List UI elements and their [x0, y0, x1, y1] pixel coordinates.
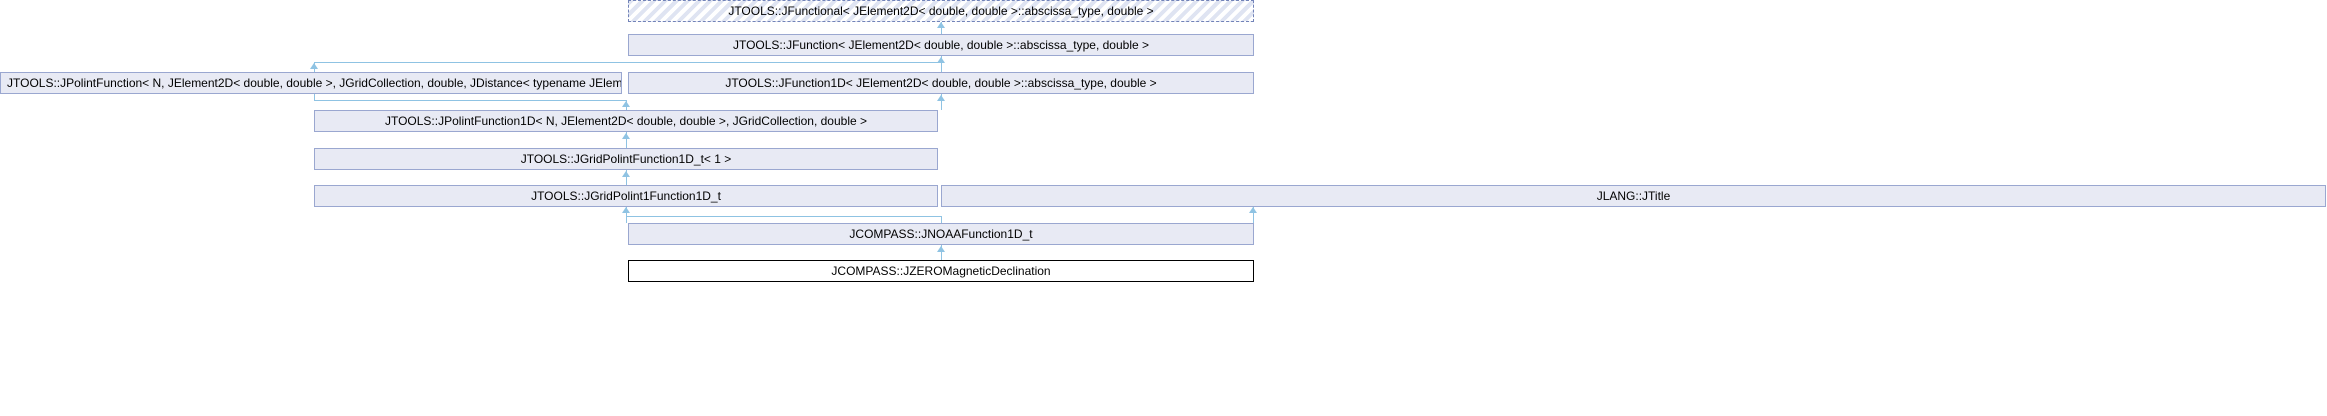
class-node-label: JTOOLS::JFunctional< JElement2D< double,…: [728, 4, 1154, 18]
arrowhead-jpolintfunction1d-to-jfunction1d: [937, 95, 945, 101]
class-node-label: JTOOLS::JFunction< JElement2D< double, d…: [732, 38, 1150, 52]
edge-jgridpolint1function1d-to-jgridpolintfunction1d: [626, 170, 627, 185]
class-node-label: JTOOLS::JPolintFunction1D< N, JElement2D…: [384, 114, 868, 128]
class-node-jgridpolint1function1d-t[interactable]: JTOOLS::JGridPolint1Function1D_t: [314, 185, 938, 207]
class-node-label: JTOOLS::JGridPolint1Function1D_t: [531, 189, 721, 203]
class-node-jtitle[interactable]: JLANG::JTitle: [941, 185, 2326, 207]
class-node-jfunction1d[interactable]: JTOOLS::JFunction1D< JElement2D< double,…: [628, 72, 1254, 94]
edge-jgridpolintfunction1d-to-jpolintfunction1d: [626, 132, 627, 148]
edge-jnoaafunction1d-to-jtitle: [1253, 216, 1254, 217]
edge-jzeromagneticdeclination-to-jnoaafunction1d: [941, 245, 942, 260]
edge-jpolintfunction1d-to-jfunction1d: [941, 94, 942, 110]
edge-jpolintfunction-drop: [314, 94, 315, 101]
arrowhead-jgridpolint1function1d-to-jgridpolintfunction1d: [622, 171, 630, 177]
edge-jpolintfunction-to-jfunction: [314, 62, 941, 63]
class-node-label: JCOMPASS::JZEROMagneticDeclination: [831, 264, 1051, 278]
class-node-jzeromagneticdeclination[interactable]: JCOMPASS::JZEROMagneticDeclination: [628, 260, 1254, 282]
class-node-label: JTOOLS::JFunction1D< JElement2D< double,…: [725, 76, 1157, 90]
class-node-jfunction[interactable]: JTOOLS::JFunction< JElement2D< double, d…: [628, 34, 1254, 56]
class-node-label: JLANG::JTitle: [1596, 189, 1671, 203]
class-node-jgridpolintfunction1d-t[interactable]: JTOOLS::JGridPolintFunction1D_t< 1 >: [314, 148, 938, 170]
arrowhead-jpolintfunction1d-to-jpolintfunction: [622, 101, 630, 107]
edge-jfunction-to-jfunctional: [941, 22, 942, 34]
arrowhead-jpolintfunction-to-jfunction: [310, 63, 318, 69]
edge-jfunction1d-to-jfunction: [941, 56, 942, 72]
arrowhead-jnoaafunction1d-to-jtitle: [1249, 207, 1257, 213]
arrowhead-jfunction-to-jfunctional: [937, 22, 945, 28]
edge-jnoaafunction1d-riser-left: [626, 207, 627, 223]
arrowhead-jfunction1d-to-jfunction: [937, 57, 945, 63]
arrowhead-jgridpolintfunction1d-to-jpolintfunction1d: [622, 133, 630, 139]
class-node-label: JCOMPASS::JNOAAFunction1D_t: [849, 227, 1033, 241]
edge-jnoaafunction1d-riser-right: [1253, 207, 1254, 223]
class-node-jpolintfunction[interactable]: JTOOLS::JPolintFunction< N, JElement2D< …: [0, 72, 622, 94]
edge-jpolintfunction1d-to-jpolintfunction: [314, 100, 627, 101]
class-node-jfunctional[interactable]: JTOOLS::JFunctional< JElement2D< double,…: [628, 0, 1254, 22]
class-node-label: JTOOLS::JGridPolintFunction1D_t< 1 >: [520, 152, 732, 166]
arrowhead-jzeromagneticdeclination-to-jnoaafunction1d: [937, 246, 945, 252]
class-node-jnoaafunction1d-t[interactable]: JCOMPASS::JNOAAFunction1D_t: [628, 223, 1254, 245]
class-node-label: JTOOLS::JPolintFunction< N, JElement2D< …: [7, 76, 622, 90]
class-node-jpolintfunction1d[interactable]: JTOOLS::JPolintFunction1D< N, JElement2D…: [314, 110, 938, 132]
edge-jnoaafunction1d-drop-centre: [941, 216, 942, 223]
arrowhead-jnoaafunction1d-to-jgridpolint1function1d: [622, 207, 630, 213]
edge-jnoaafunction1d-to-jgridpolint1function1d: [626, 216, 942, 217]
